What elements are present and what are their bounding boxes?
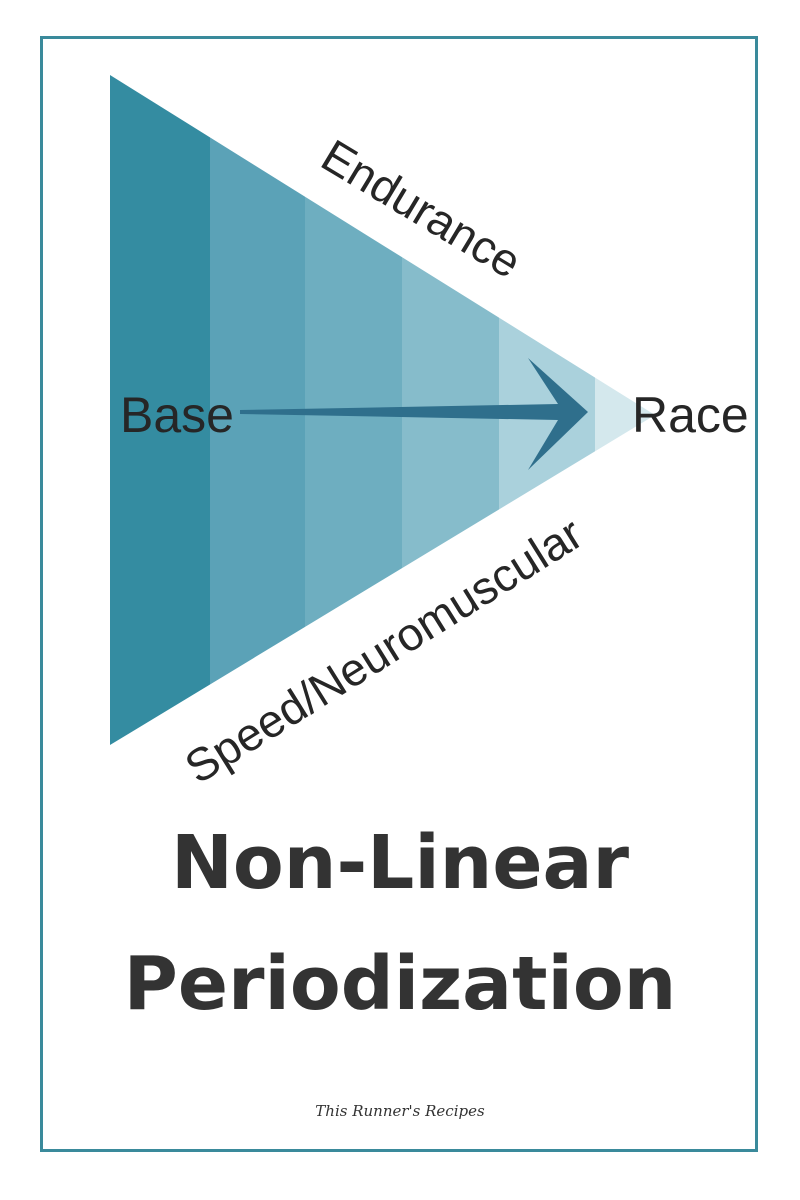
base-label: Base — [120, 387, 234, 443]
periodization-funnel-diagram: Endurance Base Race Speed/Neuromuscular — [110, 75, 749, 793]
race-label: Race — [632, 387, 749, 443]
title-line-2: Periodization — [123, 941, 677, 1027]
title-line-1: Non-Linear — [171, 820, 629, 906]
poster-frame — [40, 36, 758, 1152]
progression-arrow-icon — [240, 358, 588, 470]
credit-text: This Runner's Recipes — [315, 1102, 485, 1120]
funnel-band-1 — [110, 75, 210, 745]
